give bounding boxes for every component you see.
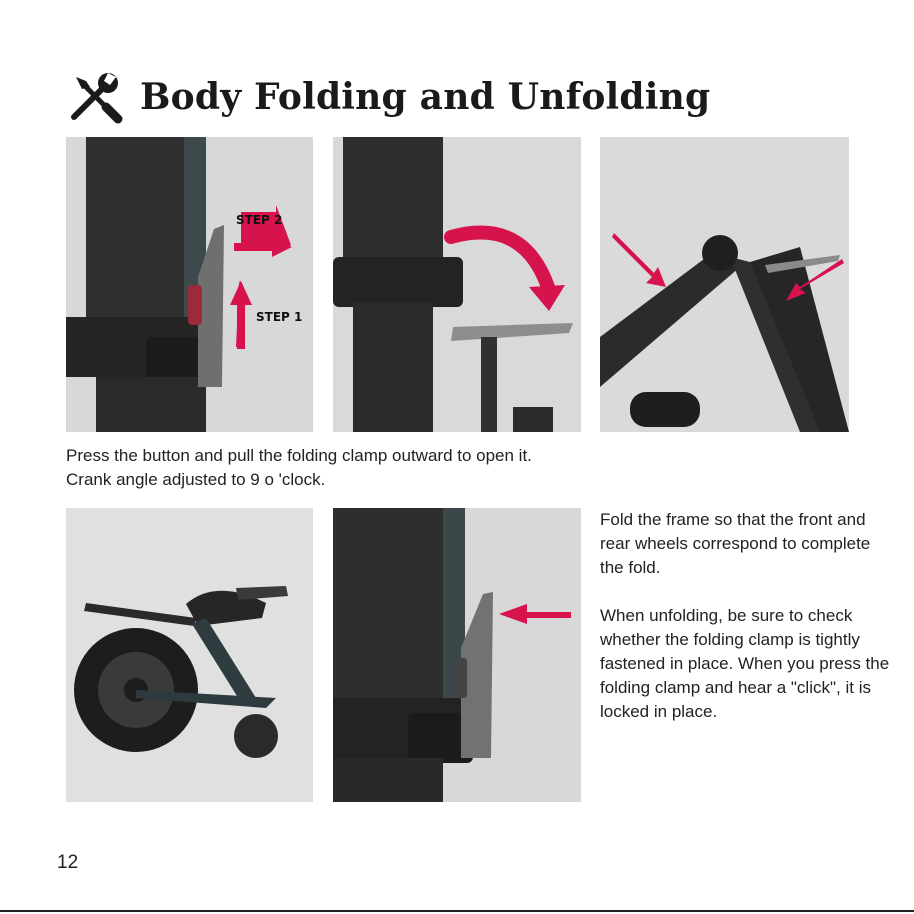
tools-icon bbox=[71, 73, 123, 124]
instructions: Fold the frame so that the front and rea… bbox=[600, 508, 890, 748]
caption-line-1: Press the button and pull the folding cl… bbox=[66, 446, 532, 465]
caption: Press the button and pull the folding cl… bbox=[66, 444, 532, 492]
unfold-instruction: When unfolding, be sure to check whether… bbox=[600, 606, 890, 721]
fold-instruction: Fold the frame so that the front and rea… bbox=[600, 510, 871, 577]
page-number: 12 bbox=[57, 852, 79, 873]
photo-press-button: STEP 2 STEP 1 bbox=[66, 137, 313, 432]
photo-open-clamp bbox=[333, 137, 581, 432]
footer-rule bbox=[0, 910, 914, 912]
step-2-label: STEP 2 bbox=[236, 213, 282, 227]
photo-crank-angle bbox=[600, 137, 849, 432]
photo-folded-bike bbox=[66, 508, 313, 802]
step-1-label: STEP 1 bbox=[256, 310, 302, 324]
photo-clamp-locked bbox=[333, 508, 581, 802]
page-header: Body Folding and Unfolding bbox=[66, 66, 710, 128]
page-title: Body Folding and Unfolding bbox=[140, 76, 711, 118]
caption-line-2: Crank angle adjusted to 9 o 'clock. bbox=[66, 470, 326, 489]
